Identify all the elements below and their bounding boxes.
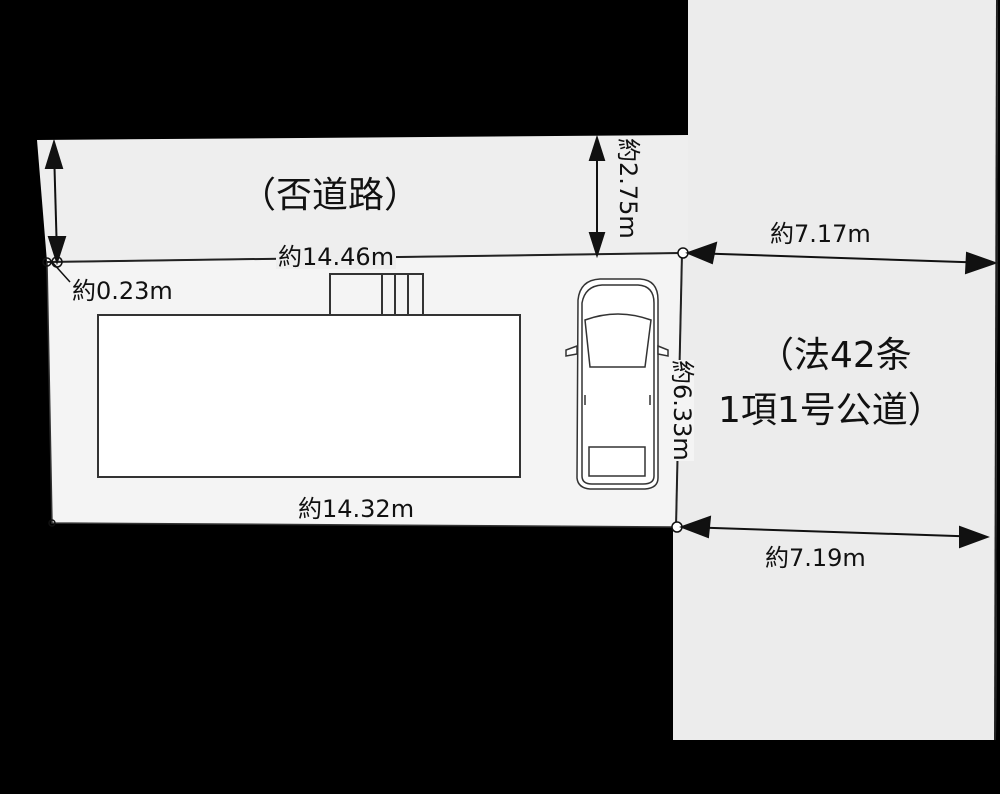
north-edge-length: 約14.46m <box>276 243 397 271</box>
public-road-width-arrow-top <box>685 241 999 275</box>
private-road-width-length: 約2.75m <box>614 138 642 239</box>
corner-marker-sw <box>48 519 56 527</box>
corner-marker-nw2 <box>42 257 52 267</box>
private-road-label: （否道路） <box>240 175 421 216</box>
entrance-porch <box>329 273 424 316</box>
corner-offset-leader <box>51 261 71 283</box>
public-road-label-line1: （法42条 <box>758 335 912 376</box>
public-road-area <box>673 0 998 740</box>
private-road-width-arrow-left <box>44 138 67 266</box>
private-road-area <box>37 135 688 262</box>
south-edge-length: 約14.32m <box>298 495 415 523</box>
corner-offset-length: 約0.23m <box>72 277 173 305</box>
east-edge-length: 約6.33m <box>668 360 696 461</box>
parking-car <box>565 278 669 490</box>
public-road-label-line2: 1項1号公道） <box>718 390 944 431</box>
public-road-width-top: 約7.17m <box>770 220 871 248</box>
private-road-width-arrow-right <box>588 134 606 259</box>
public-road-width-bottom: 約7.19m <box>765 544 866 572</box>
public-road-edge <box>994 0 998 741</box>
public-road-width-arrow-bottom <box>679 515 990 549</box>
house-footprint <box>97 314 521 478</box>
